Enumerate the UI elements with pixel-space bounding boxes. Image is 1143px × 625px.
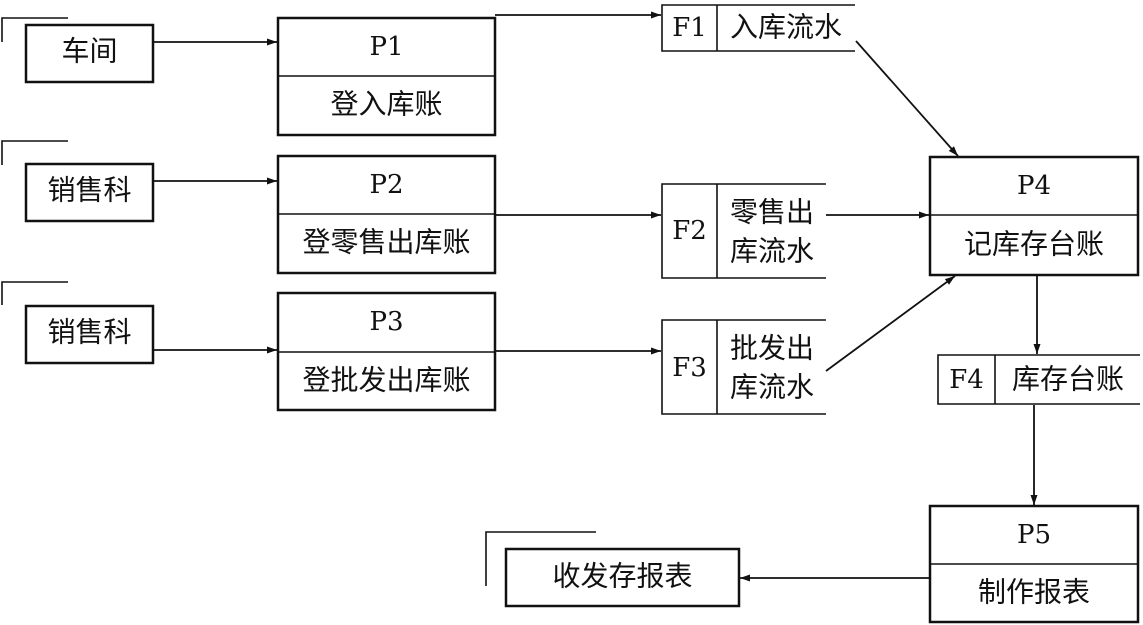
process-p3: P3 登批发出库账	[276, 291, 497, 412]
external-entity-workshop-label: 车间	[61, 35, 117, 68]
data-store-f2-label-line2: 库流水	[730, 235, 814, 268]
process-p5-label: 制作报表	[978, 576, 1090, 609]
external-entity-report-label: 收发存报表	[552, 560, 692, 593]
process-p1-label: 登入库账	[330, 88, 442, 121]
external-entity-workshop: 车间	[1, 17, 155, 84]
flow-f1-to-p4	[855, 40, 959, 157]
process-p4: P4 记库存台账	[928, 155, 1140, 277]
process-p3-id: P3	[369, 307, 403, 337]
process-p1-id: P1	[369, 32, 403, 62]
data-store-f2-label-line1: 零售出	[730, 196, 814, 229]
process-p2-id: P2	[369, 170, 403, 200]
external-entity-sales-1: 销售科	[1, 140, 155, 223]
data-store-f1: F1 入库流水	[661, 4, 855, 52]
process-p5: P5 制作报表	[928, 504, 1140, 624]
data-store-f4-id: F4	[949, 365, 984, 395]
data-store-f3-label-line2: 库流水	[730, 371, 814, 404]
external-entity-sales-1-label: 销售科	[47, 174, 131, 207]
data-store-f1-label: 入库流水	[730, 11, 842, 44]
data-store-f4-label: 库存台账	[1012, 363, 1124, 396]
process-p1: P1 登入库账	[276, 16, 497, 137]
data-store-f3-label-line1: 批发出	[730, 332, 814, 365]
process-p2-label: 登零售出库账	[302, 226, 470, 259]
data-store-f1-id: F1	[672, 13, 707, 43]
process-p4-id: P4	[1017, 171, 1051, 201]
data-store-f3: F3 批发出 库流水	[661, 319, 826, 415]
data-store-f4: F4 库存台账	[937, 354, 1140, 405]
external-entity-sales-2-label: 销售科	[47, 316, 131, 349]
process-p4-label: 记库存台账	[964, 228, 1104, 261]
external-entity-sales-2: 销售科	[1, 281, 155, 365]
data-store-f2: F2 零售出 库流水	[661, 183, 826, 279]
data-store-f3-id: F3	[672, 353, 707, 383]
process-p2: P2 登零售出库账	[276, 154, 497, 275]
process-p3-label: 登批发出库账	[302, 364, 470, 397]
process-p5-id: P5	[1017, 520, 1051, 550]
data-store-f2-id: F2	[672, 216, 707, 246]
external-entity-report: 收发存报表	[485, 531, 741, 608]
flow-f3-to-p4	[825, 275, 956, 372]
